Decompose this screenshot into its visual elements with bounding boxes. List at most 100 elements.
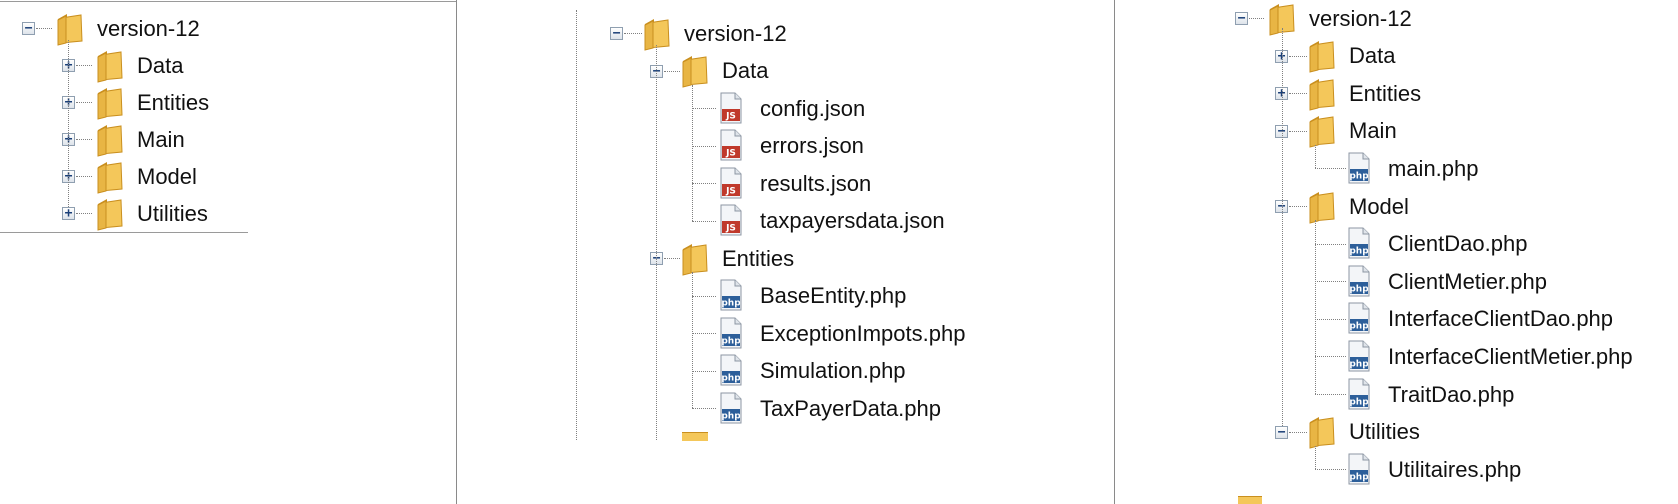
tree-folder-label: Entities — [1349, 80, 1422, 106]
tree-node-folder[interactable]: Data — [1307, 38, 1395, 75]
tree-file-label: Utilitaires.php — [1388, 456, 1522, 482]
folder-icon — [1307, 39, 1337, 73]
folder-icon — [1238, 496, 1262, 504]
php-file-icon: php — [718, 317, 748, 351]
tree-guide-line — [1315, 356, 1346, 358]
panel-top-border — [0, 1, 456, 2]
svg-text:php: php — [721, 374, 741, 384]
json-file-icon: JS — [718, 92, 748, 126]
tree-guide-line — [1289, 130, 1307, 132]
tree-guide-line — [692, 183, 716, 184]
tree-file-label: config.json — [760, 95, 866, 121]
folder-icon — [642, 17, 672, 51]
tree-folder-label: Model — [1349, 193, 1409, 219]
tree-file-label: BaseEntity.php — [760, 283, 907, 308]
tree-node-folder[interactable]: version-12 — [642, 15, 787, 52]
tree-node-folder[interactable]: version-12 — [55, 10, 200, 47]
tree-node-folder[interactable]: Model — [1307, 188, 1409, 225]
tree-node-folder[interactable]: Data — [95, 47, 183, 84]
tree-node-file[interactable]: php InterfaceClientDao.php — [1346, 301, 1613, 338]
json-file-icon: JS — [718, 204, 748, 238]
tree-file-label: ClientDao.php — [1388, 231, 1528, 257]
tree-file-label: TaxPayerData.php — [760, 395, 941, 421]
collapse-toggle-icon[interactable]: − — [1275, 425, 1288, 439]
tree-node-folder[interactable]: Entities — [680, 240, 794, 277]
tree-node-file[interactable]: php ClientMetier.php — [1346, 263, 1547, 300]
collapse-toggle-icon[interactable]: − — [22, 22, 35, 35]
tree-file-label: InterfaceClientMetier.php — [1388, 343, 1633, 369]
php-file-icon: php — [718, 279, 748, 313]
tree-guide-line — [1315, 318, 1346, 320]
expand-toggle-icon[interactable]: + — [62, 207, 75, 220]
tree-node-folder[interactable]: Utilities — [95, 195, 208, 232]
tree-guide-line — [692, 84, 693, 221]
tree-guide-line — [656, 45, 657, 440]
tree-file-label: TraitDao.php — [1388, 381, 1515, 407]
tree-guide-line — [1315, 243, 1346, 245]
tree-guide-line — [1289, 93, 1307, 95]
tree-folder-label: Utilities — [137, 200, 208, 226]
tree-node-folder[interactable]: Entities — [1307, 75, 1421, 112]
php-file-icon: php — [1346, 302, 1376, 336]
tree-guide-line — [1315, 144, 1316, 169]
tree-node-file[interactable]: php BaseEntity.php — [718, 278, 906, 315]
tree-guide-line — [1282, 28, 1283, 426]
svg-text:JS: JS — [725, 111, 736, 121]
svg-text:php: php — [1349, 284, 1369, 294]
tree-folder-label: Data — [137, 52, 184, 78]
tree-node-folder[interactable]: version-12 — [1267, 0, 1412, 37]
tree-node-file[interactable]: JS config.json — [718, 90, 865, 127]
panel-divider — [456, 0, 457, 504]
tree-node-file[interactable]: php ClientDao.php — [1346, 226, 1527, 263]
tree-node-folder[interactable]: Entities — [95, 84, 209, 121]
tree-folder-label: Main — [1349, 118, 1397, 144]
collapse-toggle-icon[interactable]: − — [610, 27, 623, 40]
svg-text:php: php — [1349, 171, 1369, 181]
tree-node-folder[interactable]: Utilities — [1307, 414, 1420, 451]
folder-icon — [95, 49, 125, 83]
expand-toggle-icon[interactable]: + — [1275, 87, 1288, 101]
tree-folder-label: Data — [722, 58, 769, 83]
folder-icon — [1307, 190, 1337, 224]
tree-node-folder[interactable]: Model — [95, 158, 197, 195]
tree-file-label: ClientMetier.php — [1388, 268, 1547, 294]
tree-guide-line — [1315, 220, 1316, 394]
tree-guide-line — [1289, 206, 1307, 207]
php-file-icon: php — [1346, 152, 1376, 186]
collapse-toggle-icon[interactable]: − — [1235, 12, 1248, 25]
svg-text:php: php — [1349, 322, 1369, 332]
tree-node-file[interactable]: JS taxpayersdata.json — [718, 203, 945, 240]
tree-guide-line — [1315, 394, 1346, 395]
php-file-icon: php — [1346, 265, 1376, 299]
tree-folder-label: Data — [1349, 43, 1396, 69]
folder-icon — [680, 242, 710, 276]
tree-file-label: taxpayersdata.json — [760, 208, 945, 233]
tree-node-folder[interactable]: Main — [95, 121, 185, 158]
tree-guide-line — [1289, 55, 1307, 57]
collapse-toggle-icon[interactable]: − — [1275, 200, 1288, 213]
tree-guide-line — [692, 272, 693, 408]
expand-toggle-icon[interactable]: + — [1275, 49, 1288, 63]
tree-file-label: errors.json — [760, 133, 864, 158]
svg-text:php: php — [1349, 247, 1369, 257]
tree-node-folder[interactable]: Main — [1307, 113, 1397, 150]
folder-icon — [1307, 415, 1337, 449]
folder-icon — [95, 197, 125, 231]
tree-guide-line — [692, 108, 716, 109]
tree-node-folder[interactable]: Data — [680, 53, 768, 90]
tree-panel-collapsed: −version-12+Data+Entities+Main+Model+Uti… — [0, 0, 456, 504]
tree-guide-line — [76, 65, 92, 66]
collapse-toggle-icon[interactable]: − — [1275, 124, 1288, 138]
tree-file-label: InterfaceClientDao.php — [1388, 306, 1614, 332]
tree-guide-line — [664, 70, 680, 72]
